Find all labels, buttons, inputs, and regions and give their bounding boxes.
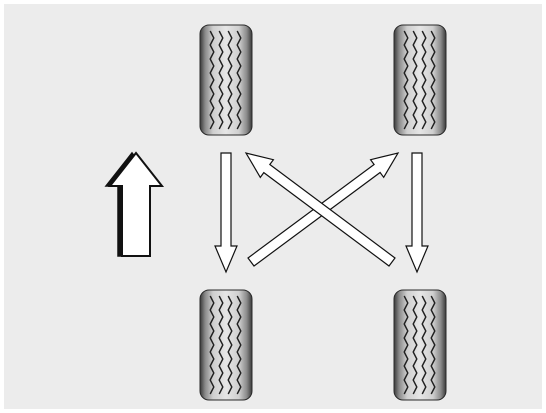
- diagram-background: [4, 4, 542, 409]
- direction-indicator: [104, 151, 165, 257]
- tire-front-left: [199, 24, 253, 136]
- tread-groove: [403, 30, 409, 130]
- tires-layer: [199, 24, 447, 401]
- rotation-arrow-front-right-to-rear-right: [405, 152, 429, 274]
- tire-body: [199, 24, 253, 136]
- tread-groove: [412, 295, 418, 395]
- tire-rear-left: [199, 289, 253, 401]
- tread-groove: [218, 30, 224, 130]
- tread-groove: [421, 295, 427, 395]
- tire-front-right: [393, 24, 447, 136]
- tire-body: [393, 289, 447, 401]
- tread-groove: [236, 30, 242, 130]
- tread-groove: [421, 30, 427, 130]
- tread-groove: [412, 30, 418, 130]
- rotation-arrow-rear-right-to-front-left: [244, 152, 396, 267]
- tire-body: [199, 289, 253, 401]
- tread-groove: [430, 30, 436, 130]
- indicator-face: [107, 151, 165, 257]
- tire-rear-right: [393, 289, 447, 401]
- tread-groove: [236, 295, 242, 395]
- up-arrow-icon: [104, 151, 165, 257]
- tire-body: [393, 24, 447, 136]
- rotation-arrows-layer: [214, 152, 429, 274]
- tread-groove: [227, 30, 233, 130]
- tread-groove: [218, 295, 224, 395]
- tread-groove: [403, 295, 409, 395]
- tread-groove: [430, 295, 436, 395]
- tread-groove: [227, 295, 233, 395]
- tread-groove: [209, 295, 215, 395]
- rotation-arrow-front-left-to-rear-left: [214, 152, 238, 274]
- tread-groove: [209, 30, 215, 130]
